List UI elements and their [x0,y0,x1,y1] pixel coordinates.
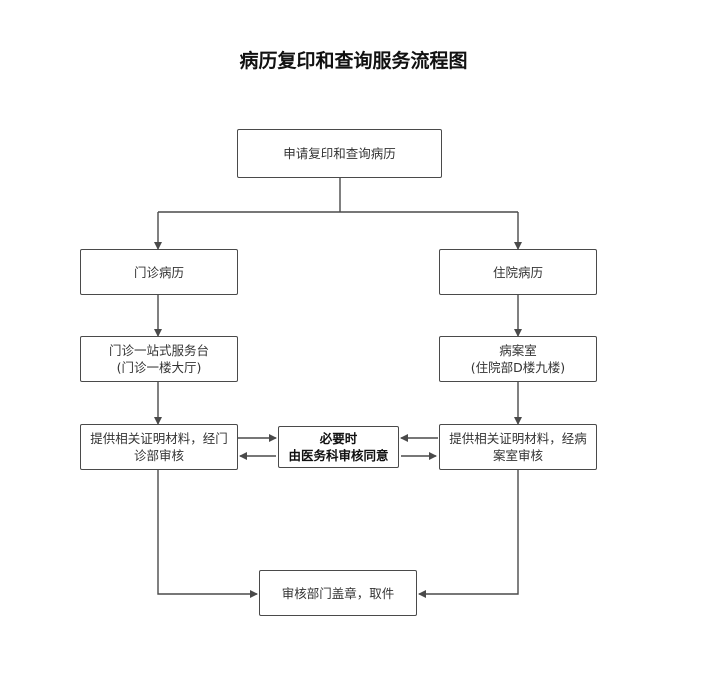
node-apply: 申请复印和查询病历 [237,129,442,178]
node-medical-affairs-label: 必要时 由医务科审核同意 [288,431,389,463]
page-title: 病历复印和查询服务流程图 [239,50,468,72]
node-inpatient: 住院病历 [439,249,597,295]
node-inpatient-review-label: 提供相关证明材料，经病 案室审核 [449,431,587,463]
edge-left-to-final [157,470,258,598]
node-records-room: 病案室 (住院部D楼九楼) [439,336,597,382]
node-outpatient-label: 门诊病历 [133,264,184,280]
node-apply-label: 申请复印和查询病历 [283,146,396,161]
node-inpatient-review: 提供相关证明材料，经病 案室审核 [439,424,597,470]
node-final: 审核部门盖章，取件 [259,570,417,616]
node-outpatient-review-label: 提供相关证明材料，经门 诊部审核 [90,431,228,463]
edge-right-to-final [418,470,519,598]
node-outpatient-review: 提供相关证明材料，经门 诊部审核 [80,424,238,470]
node-outpatient-desk-label: 门诊一站式服务台 (门诊一楼大厅) [108,343,209,375]
node-medical-affairs: 必要时 由医务科审核同意 [278,426,399,468]
node-outpatient-desk: 门诊一站式服务台 (门诊一楼大厅) [80,336,238,382]
node-outpatient: 门诊病历 [80,249,238,295]
node-inpatient-label: 住院病历 [492,264,543,280]
node-final-label: 审核部门盖章，取件 [281,585,395,601]
node-records-room-label: 病案室 (住院部D楼九楼) [470,343,566,375]
